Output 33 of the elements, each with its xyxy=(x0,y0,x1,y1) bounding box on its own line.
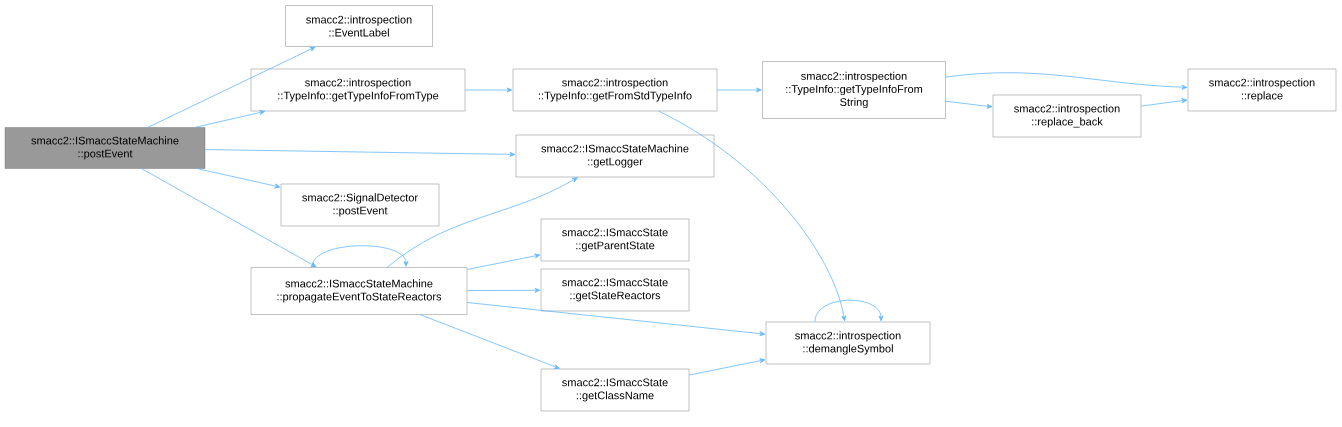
function-box: smacc2::introspection ::TypeInfo::getFromStdTypeInfo xyxy=(512,68,718,112)
arrow xyxy=(466,302,766,337)
arrow xyxy=(945,100,993,109)
arrow xyxy=(716,87,762,93)
function-box: smacc2::introspection ::EventLabel xyxy=(285,5,433,47)
arrow xyxy=(466,253,541,270)
arrow xyxy=(464,87,513,93)
arrow xyxy=(814,299,884,323)
function-box: smacc2::ISmaccState ::getClassName xyxy=(540,368,690,412)
arrow xyxy=(945,72,1188,90)
function-box: smacc2::introspection ::TypeInfo::getTypeInfoFromType xyxy=(250,68,466,112)
arrow xyxy=(466,287,541,293)
arrow xyxy=(386,177,578,268)
arrow xyxy=(141,168,317,268)
arrow xyxy=(1140,98,1188,107)
function-box: smacc2::SignalDetector ::postEvent xyxy=(280,183,440,227)
function-box: smacc2::ISmaccStateMachine ::propagateEventToStateReactors xyxy=(250,267,468,315)
function-box: smacc2::introspection ::TypeInfo::getTypeInfoFrom String xyxy=(762,61,946,119)
arrow xyxy=(194,110,265,128)
arrow xyxy=(688,358,766,376)
function-box: smacc2::ISmaccState ::getStateReactors xyxy=(540,268,690,312)
function-box: smacc2::ISmaccStateMachine ::getLogger xyxy=(515,134,715,178)
arrow xyxy=(419,314,560,370)
function-box: smacc2::introspection ::demangleSymbol xyxy=(765,321,931,365)
function-box: smacc2::ISmaccStateMachine ::postEvent xyxy=(4,127,206,169)
function-box: smacc2::introspection ::replace xyxy=(1187,68,1337,112)
arrow xyxy=(311,245,409,268)
function-box: smacc2::ISmaccState ::getParentState xyxy=(540,218,690,262)
arrow xyxy=(204,149,516,157)
function-box: smacc2::introspection ::replace_back xyxy=(992,94,1142,138)
arrow xyxy=(147,46,316,128)
arrow xyxy=(197,168,281,189)
arrow xyxy=(658,110,847,322)
